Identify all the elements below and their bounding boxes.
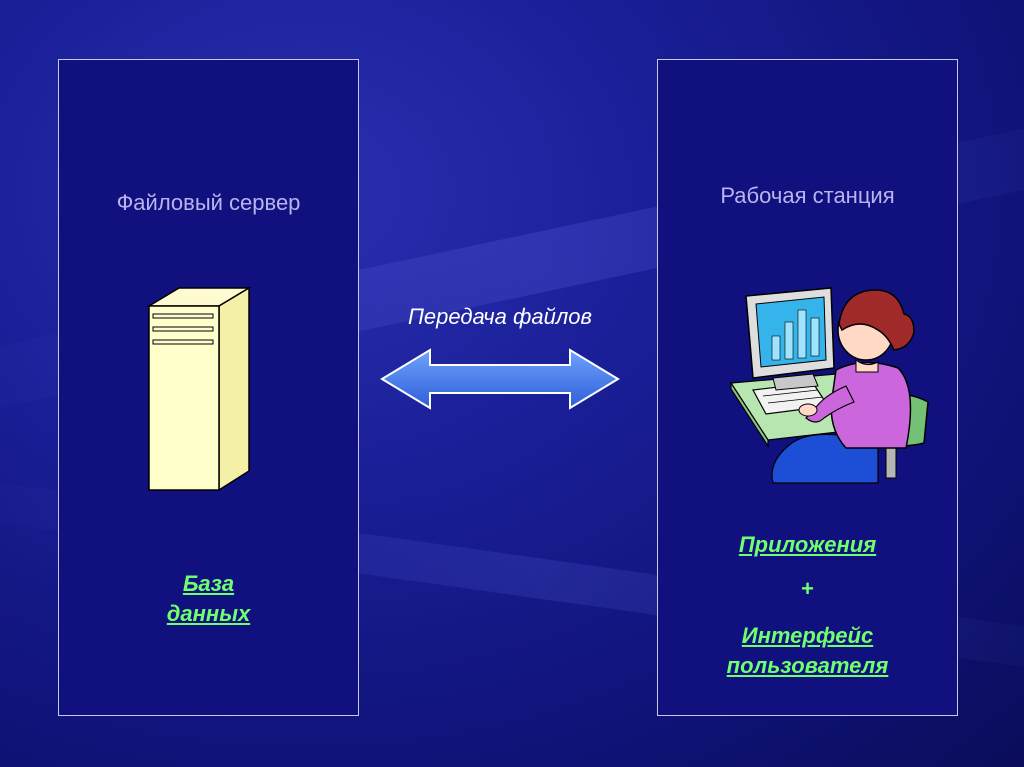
plus-sign: +: [658, 574, 957, 604]
file-server-panel: Файловый сервер База данных: [58, 59, 359, 716]
file-transfer-label: Передача файлов: [380, 304, 620, 330]
user-interface-label: Интерфейс пользователя: [658, 621, 957, 681]
user-interface-label-line2: пользователя: [658, 651, 957, 681]
server-tower-icon: [147, 286, 257, 496]
workstation-panel: Рабочая станция Приложения + Интерфе: [657, 59, 958, 716]
workstation-title: Рабочая станция: [658, 183, 957, 209]
applications-label: Приложения: [658, 530, 957, 560]
database-label-line2: данных: [59, 599, 358, 629]
database-label: База данных: [59, 569, 358, 629]
file-server-title: Файловый сервер: [59, 190, 358, 216]
double-arrow-icon: [380, 348, 620, 412]
user-interface-label-line1: Интерфейс: [658, 621, 957, 651]
database-label-line1: База: [59, 569, 358, 599]
workstation-user-icon: [728, 278, 938, 488]
